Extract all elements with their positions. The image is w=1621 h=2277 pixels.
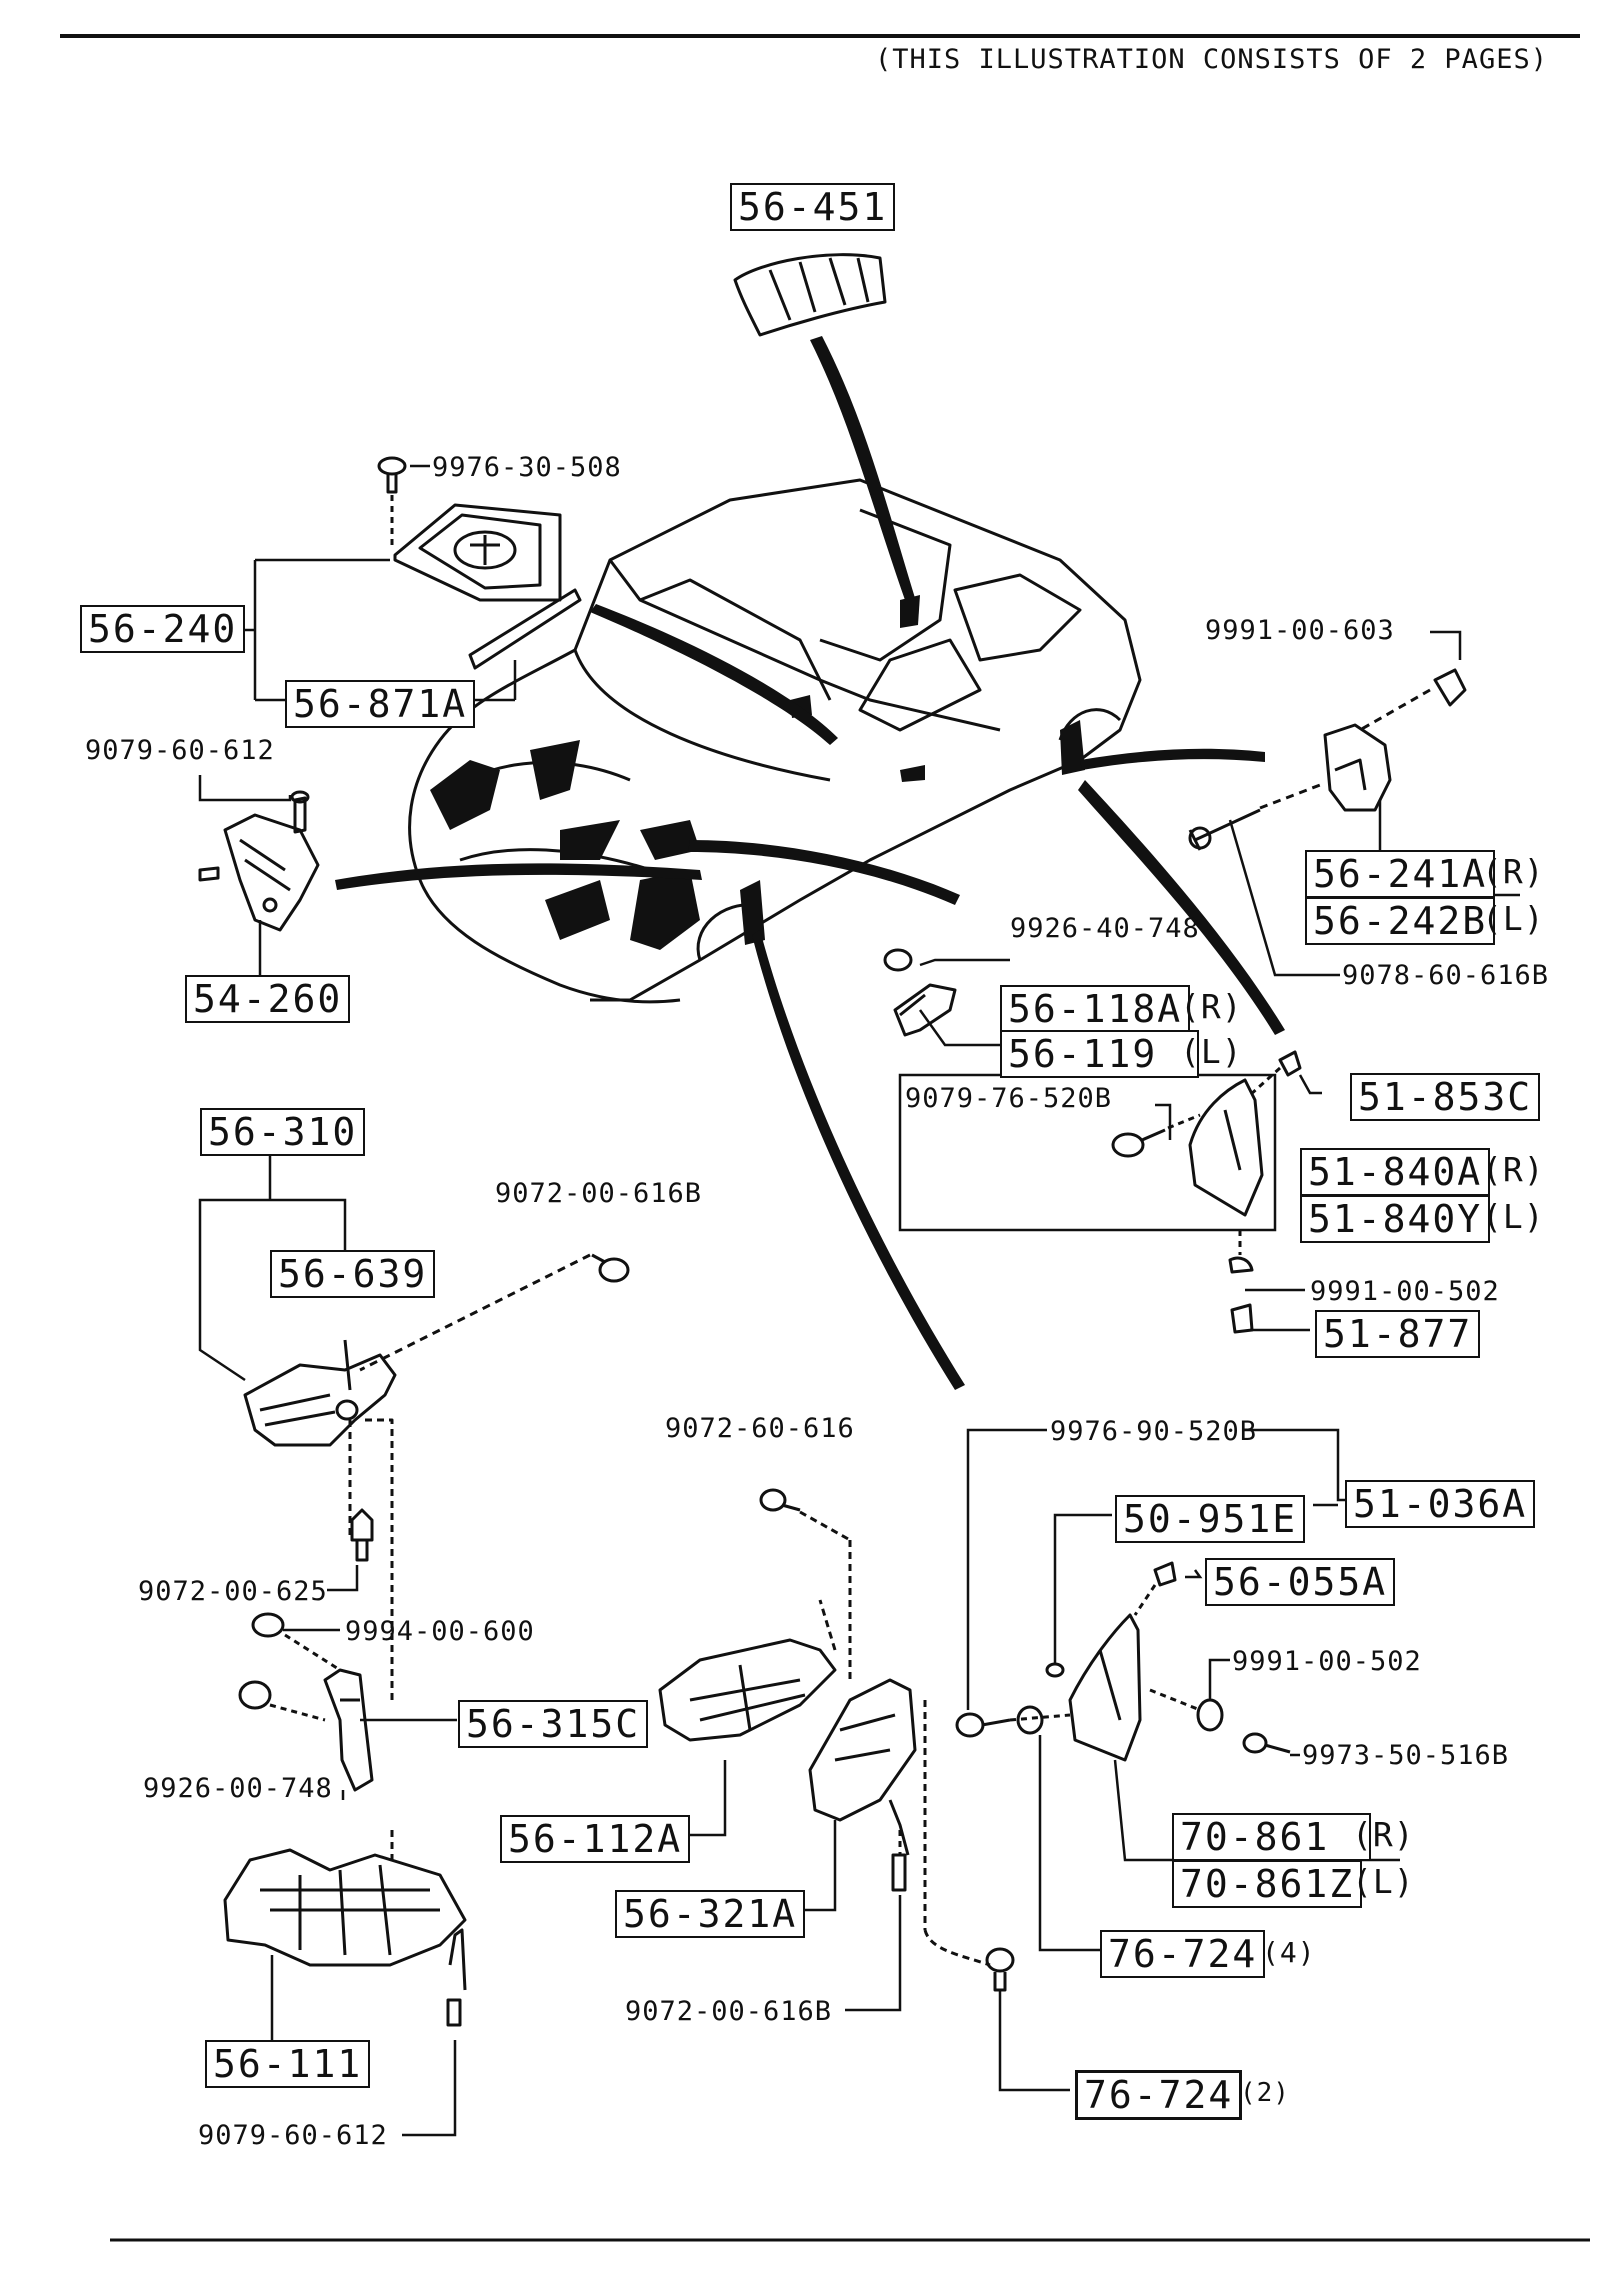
part-label-51-840A[interactable]: 51-840A (1300, 1148, 1491, 1196)
part-label-9072-00-616B-top[interactable]: 9072-00-616B (495, 1178, 703, 1209)
part-label-56-242B[interactable]: 56-242B (1305, 897, 1496, 945)
side-right-51-840A: (R) (1482, 1150, 1545, 1189)
part-label-50-951E[interactable]: 50-951E (1115, 1495, 1306, 1543)
part-label-9079-60-612-top[interactable]: 9079-60-612 (85, 735, 275, 766)
part-label-56-112A[interactable]: 56-112A (500, 1815, 691, 1863)
part-label-9976-90-520B[interactable]: 9976-90-520B (1050, 1416, 1258, 1447)
bolt-9072-60-616-part (759, 1488, 852, 1680)
part-label-9976-30-508[interactable]: 9976-30-508 (432, 452, 622, 483)
part-label-9973-50-516B[interactable]: 9973-50-516B (1302, 1740, 1510, 1771)
part-label-56-240[interactable]: 56-240 (80, 605, 246, 653)
side-left-70-861Z: (L) (1352, 1862, 1415, 1901)
bracket-56-315C-part (238, 1612, 374, 1792)
bracket-56-310-part (243, 1339, 397, 1700)
part-label-9072-00-616B-bot[interactable]: 9072-00-616B (625, 1996, 833, 2027)
part-label-9991-00-603[interactable]: 9991-00-603 (1205, 615, 1395, 646)
part-label-9072-00-625[interactable]: 9072-00-625 (138, 1576, 328, 1607)
bracket-54-260-part (198, 790, 320, 932)
part-label-51-853C[interactable]: 51-853C (1350, 1073, 1541, 1121)
callout-leaders (198, 464, 1520, 2137)
mudflap-51-840A-part (1111, 1050, 1302, 1334)
part-label-9079-76-520B[interactable]: 9079-76-520B (905, 1083, 1113, 1114)
bolt-9072-00-616B-top-part (359, 1253, 630, 1372)
part-label-9991-00-502-a[interactable]: 9991-00-502 (1310, 1276, 1500, 1307)
side-left-56-119: (L) (1180, 1032, 1243, 1071)
undercover-56-112A-part (658, 1599, 837, 1742)
part-label-56-871A[interactable]: 56-871A (285, 680, 476, 728)
part-label-51-840Y[interactable]: 51-840Y (1300, 1195, 1491, 1243)
side-right-56-241A: (R) (1482, 852, 1545, 891)
part-label-9926-00-748[interactable]: 9926-00-748 (143, 1773, 333, 1804)
part-label-9079-60-612-bot[interactable]: 9079-60-612 (198, 2120, 388, 2151)
part-label-56-451[interactable]: 56-451 (730, 183, 896, 231)
undercover-56-321A-part (808, 1678, 991, 1967)
side-left-56-242B: (L) (1482, 899, 1545, 938)
side-right-56-118A: (R) (1180, 987, 1243, 1026)
bolt-9072-00-625-part (350, 1508, 374, 1562)
part-label-56-315C[interactable]: 56-315C (458, 1700, 649, 1748)
part-label-56-310[interactable]: 56-310 (200, 1108, 366, 1156)
part-label-56-111[interactable]: 56-111 (205, 2040, 371, 2088)
side-right-70-861: (R) (1352, 1815, 1415, 1854)
part-label-56-119[interactable]: 56-119 (1000, 1030, 1200, 1078)
side-left-51-840Y: (L) (1482, 1197, 1545, 1236)
part-label-9078-60-616B[interactable]: 9078-60-616B (1342, 960, 1550, 991)
mudflap-70-861-part (955, 1561, 1291, 1992)
part-label-76-724-a[interactable]: 76-724 (1100, 1930, 1266, 1978)
bracket-56-241A-part (1188, 668, 1467, 851)
part-label-56-241A[interactable]: 56-241A (1305, 850, 1496, 898)
part-label-51-036A[interactable]: 51-036A (1345, 1480, 1536, 1528)
part-label-56-321A[interactable]: 56-321A (615, 1890, 806, 1938)
part-label-54-260[interactable]: 54-260 (185, 975, 351, 1023)
part-label-76-724-b[interactable]: 76-724 (1075, 2070, 1243, 2120)
highlighted-areas (430, 595, 1085, 950)
part-label-9072-60-616[interactable]: 9072-60-616 (665, 1413, 855, 1444)
illustration-note: (THIS ILLUSTRATION CONSISTS OF 2 PAGES) (875, 44, 1548, 75)
part-label-56-118A[interactable]: 56-118A (1000, 985, 1191, 1033)
splash-shield-56-118A-part (883, 948, 957, 1037)
quantity-4: (4) (1262, 1936, 1316, 1969)
part-label-9926-40-748[interactable]: 9926-40-748 (1010, 913, 1200, 944)
part-label-9994-00-600[interactable]: 9994-00-600 (345, 1616, 535, 1647)
part-label-56-055A[interactable]: 56-055A (1205, 1558, 1396, 1606)
bolt-9976-30-508-part (377, 456, 407, 545)
gearshift-plate-part (393, 503, 582, 670)
part-label-70-861[interactable]: 70-861 (1172, 1813, 1372, 1861)
engine-cover-part (733, 253, 887, 337)
part-label-51-877[interactable]: 51-877 (1315, 1310, 1481, 1358)
undercover-56-111-part (223, 1830, 467, 2027)
part-label-70-861Z[interactable]: 70-861Z (1172, 1860, 1363, 1908)
quantity-2: (2) (1240, 2078, 1290, 2108)
part-label-56-639[interactable]: 56-639 (270, 1250, 436, 1298)
pointer-arcs (335, 336, 1285, 1390)
part-label-9991-00-502-b[interactable]: 9991-00-502 (1232, 1646, 1422, 1677)
